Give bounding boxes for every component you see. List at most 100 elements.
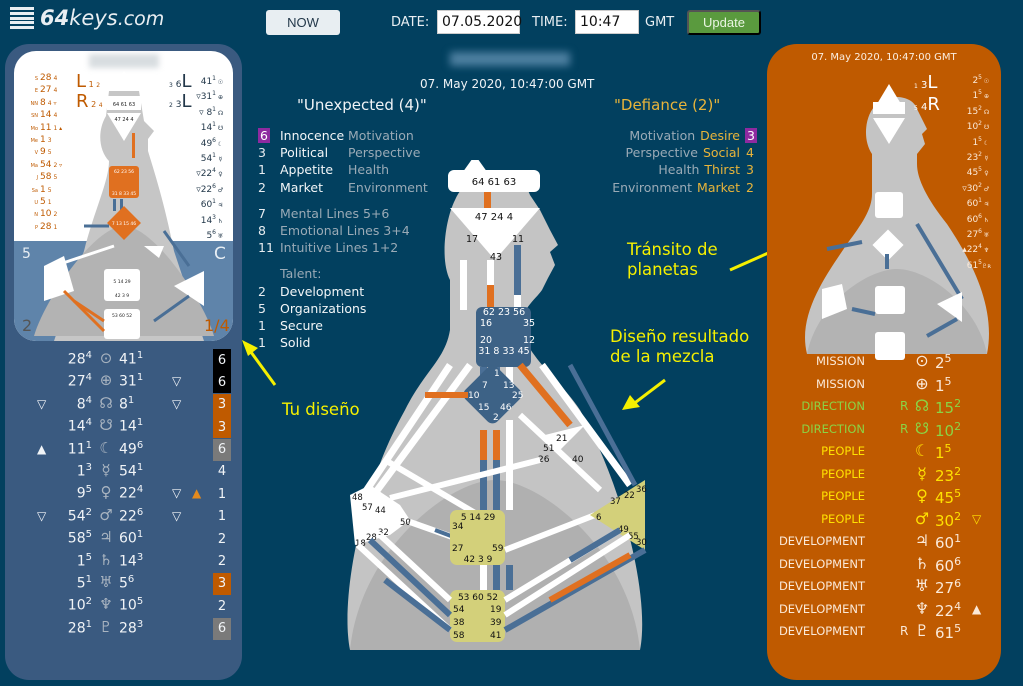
gate-57: 57 [362,503,373,513]
moon-icon: ☾ [914,441,930,460]
transit-activation-row: 25☉ [962,72,991,87]
transit-planet-row[interactable]: DEVELOPMENT♆224▲ [767,598,1001,621]
transit-planet-row[interactable]: PEOPLE♀455 [767,485,1001,508]
line: 5 [978,135,982,143]
line: 5 [53,174,58,182]
gate-49: 49 [618,525,629,535]
gate-38: 38 [453,618,465,628]
transit-planet-row[interactable]: PEOPLE☿232 [767,463,1001,486]
gate-number: 45 [935,489,955,507]
now-button[interactable]: NOW [266,10,340,35]
line: 6 [212,229,216,237]
planet-glyph-icon: ♃ [217,202,224,210]
planet-abbr: Me [30,138,38,145]
gate: 1 [40,184,46,195]
svg-text:5 14 29: 5 14 29 [113,279,130,285]
date-label: DATE: [391,15,430,30]
transit-planet-row[interactable]: DEVELOPMENT♅276 [767,575,1001,598]
transit-arrow-bottom: 5 4R [914,94,940,115]
gate-55: 55 [628,532,639,542]
personality-gate: 311 [119,372,143,390]
transit-planet-row[interactable]: MISSION⊕15 [767,373,1001,396]
transit-planet-row[interactable]: MISSION⊙25 [767,350,1001,373]
planet-abbr: N [34,212,38,219]
retrograde-marker: R [900,399,909,413]
line: 4 [978,243,982,251]
earth-icon: ⊕ [915,373,929,393]
variable-word: Thirst [704,162,740,178]
time-input[interactable]: 10:47 [575,10,639,34]
variable-number-value: 2 [746,179,754,195]
line: 6 [212,182,216,190]
design-planet-row[interactable]: 95♀224▽▲1 [5,483,242,505]
talent-count: 2 [258,283,266,299]
sun-icon: ⊙ [915,351,929,370]
svg-text:53 60 52: 53 60 52 [112,313,132,319]
gate: 45 [966,168,979,179]
gate: 28 [40,221,52,232]
variable-meta: Motivation [629,128,696,143]
gate: 10 [966,122,979,133]
gate-number: 22 [119,486,137,502]
gate: 5 [40,197,46,208]
gate-number: 15 [935,399,955,417]
gate-46: 46 [500,403,512,413]
line: 4 [53,75,58,82]
gate-number: 27 [67,374,86,391]
line: 2 ▿ [53,161,63,169]
line: 4 [212,167,216,175]
date-input[interactable]: 07.05.2020 [437,10,522,34]
design-planet-row[interactable]: ▽84☊81▽3 [5,393,242,416]
gate-number: 28 [67,351,86,368]
logo[interactable]: 64keys.com [10,6,164,30]
planet-abbr: V [34,150,38,157]
update-button[interactable]: Update [687,10,761,35]
gate-number: 27 [935,579,955,597]
transit-planet-row[interactable]: DEVELOPMENT♃601 [767,530,1001,553]
transit-activation-row: 15☾ [962,134,991,149]
gate: 9 [40,147,46,158]
gate-6: 6 [596,513,601,523]
gate: ▿30 [962,183,979,194]
transit-gate: 276 [935,577,961,597]
transit-gate: 455 [935,487,961,507]
design-planet-row[interactable]: ▽542♂226▽1 [5,506,242,528]
line-number: 5 [954,487,962,500]
retrograde-marker: R [900,421,909,436]
transit-planet-row[interactable]: PEOPLE♂302▽ [767,508,1001,531]
composite-date: 07. May 2020, 10:47:00 GMT [420,77,595,91]
design-planet-row[interactable]: 274⊕311▽6 [5,371,242,394]
planet-glyph-icon: ♀ [984,170,989,178]
gate: 14 [200,215,213,226]
line: 6 [978,228,982,236]
line-number: 5 [85,551,92,563]
line-number: 5 [85,529,92,541]
transit-planet-row[interactable]: DEVELOPMENT♄606 [767,553,1001,576]
variable-word: Market [280,179,323,195]
planet-glyph-icon: ♅ [983,232,990,240]
category-label: DEVELOPMENT [778,624,865,638]
personality-gate: 283 [119,619,143,637]
line-number: 5 [944,352,952,365]
transit-planet-row[interactable]: PEOPLE☾15 [767,440,1001,463]
gate-16: 16 [480,318,492,329]
throat-gates-top: 62 23 56 [483,307,525,318]
gate-21: 21 [556,434,567,444]
